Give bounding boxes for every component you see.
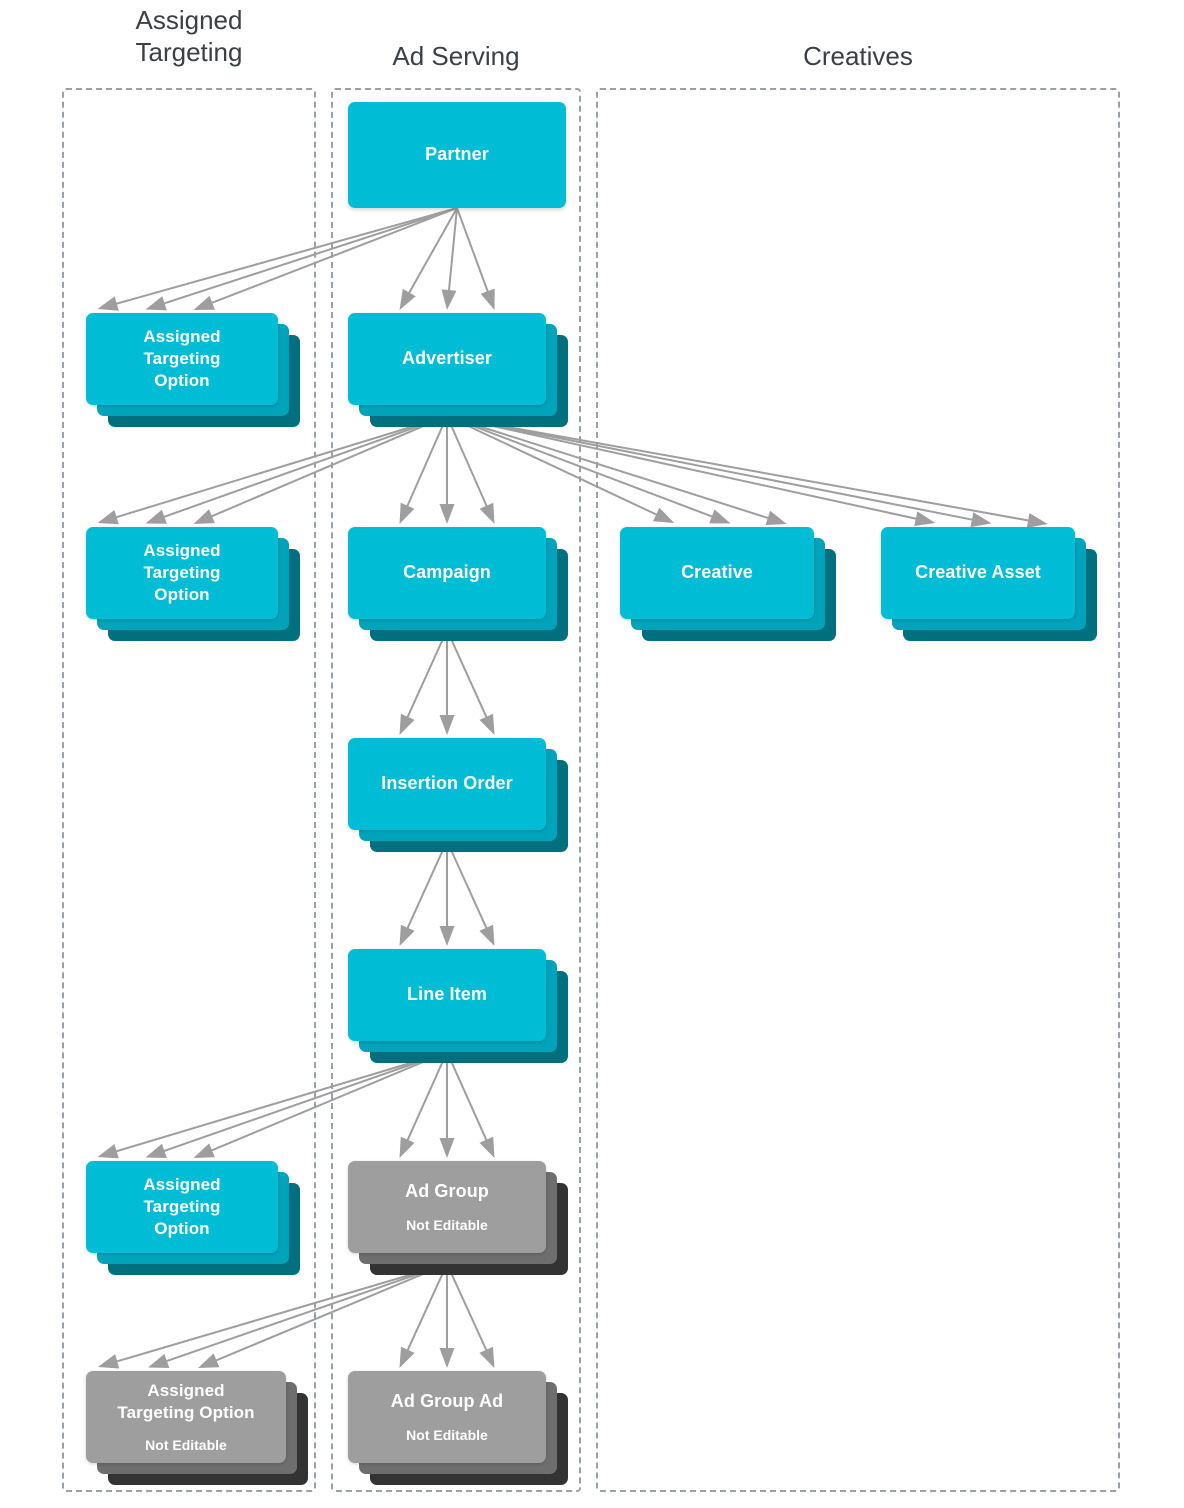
node-partner-label: Partner xyxy=(425,144,489,165)
column-header-ad-serving: Ad Serving xyxy=(392,41,520,71)
node-adgroupad-card[interactable]: Ad Group Ad Not Editable xyxy=(348,1371,546,1463)
node-adgroupad: Ad Group Ad Not Editable xyxy=(348,1371,568,1485)
node-insertionorder: Insertion Order xyxy=(348,738,568,852)
node-lineitem-card[interactable]: Line Item xyxy=(348,949,546,1041)
node-ato1-card[interactable]: Assigned Targeting Option xyxy=(86,313,278,405)
node-creativeasset-label: Creative Asset xyxy=(915,562,1041,583)
node-partner: Partner xyxy=(348,102,566,208)
node-ato2-card[interactable]: Assigned Targeting Option xyxy=(86,527,278,619)
node-advertiser: Advertiser xyxy=(348,313,568,427)
node-ato1: Assigned Targeting Option xyxy=(86,313,300,427)
column-header-creatives: Creatives xyxy=(803,41,913,71)
group-container-assigned-targeting xyxy=(62,88,316,1492)
node-ato3-label: Assigned Targeting Option xyxy=(143,1175,221,1238)
node-advertiser-card[interactable]: Advertiser xyxy=(348,313,546,405)
group-container-ad-serving xyxy=(331,88,581,1492)
node-creative-label: Creative xyxy=(681,562,753,583)
node-creative-card[interactable]: Creative xyxy=(620,527,814,619)
node-partner-card[interactable]: Partner xyxy=(348,102,566,208)
node-lineitem: Line Item xyxy=(348,949,568,1063)
node-adgroup-sublabel: Not Editable xyxy=(406,1217,488,1234)
node-ato3: Assigned Targeting Option xyxy=(86,1161,300,1275)
node-creative: Creative xyxy=(620,527,836,641)
node-ato3-card[interactable]: Assigned Targeting Option xyxy=(86,1161,278,1253)
node-ato4-sublabel: Not Editable xyxy=(145,1437,227,1454)
node-ato2: Assigned Targeting Option xyxy=(86,527,300,641)
node-campaign-label: Campaign xyxy=(403,562,491,583)
column-header-assigned-targeting: Assigned Targeting xyxy=(135,5,243,67)
node-insertionorder-card[interactable]: Insertion Order xyxy=(348,738,546,830)
group-container-creatives xyxy=(596,88,1120,1492)
node-insertionorder-label: Insertion Order xyxy=(381,773,513,794)
node-lineitem-label: Line Item xyxy=(407,984,487,1005)
node-advertiser-label: Advertiser xyxy=(401,348,493,369)
node-creativeasset-card[interactable]: Creative Asset xyxy=(881,527,1075,619)
node-ato2-label: Assigned Targeting Option xyxy=(143,541,221,604)
node-campaign: Campaign xyxy=(348,527,568,641)
node-ato1-label: Assigned Targeting Option xyxy=(143,327,221,390)
node-adgroupad-sublabel: Not Editable xyxy=(406,1427,488,1444)
node-campaign-card[interactable]: Campaign xyxy=(348,527,546,619)
node-adgroupad-label: Ad Group Ad xyxy=(390,1391,504,1412)
node-ato4-label: Assigned Targeting Option xyxy=(117,1380,255,1422)
node-creativeasset: Creative Asset xyxy=(881,527,1097,641)
node-adgroup-label: Ad Group xyxy=(405,1181,489,1202)
